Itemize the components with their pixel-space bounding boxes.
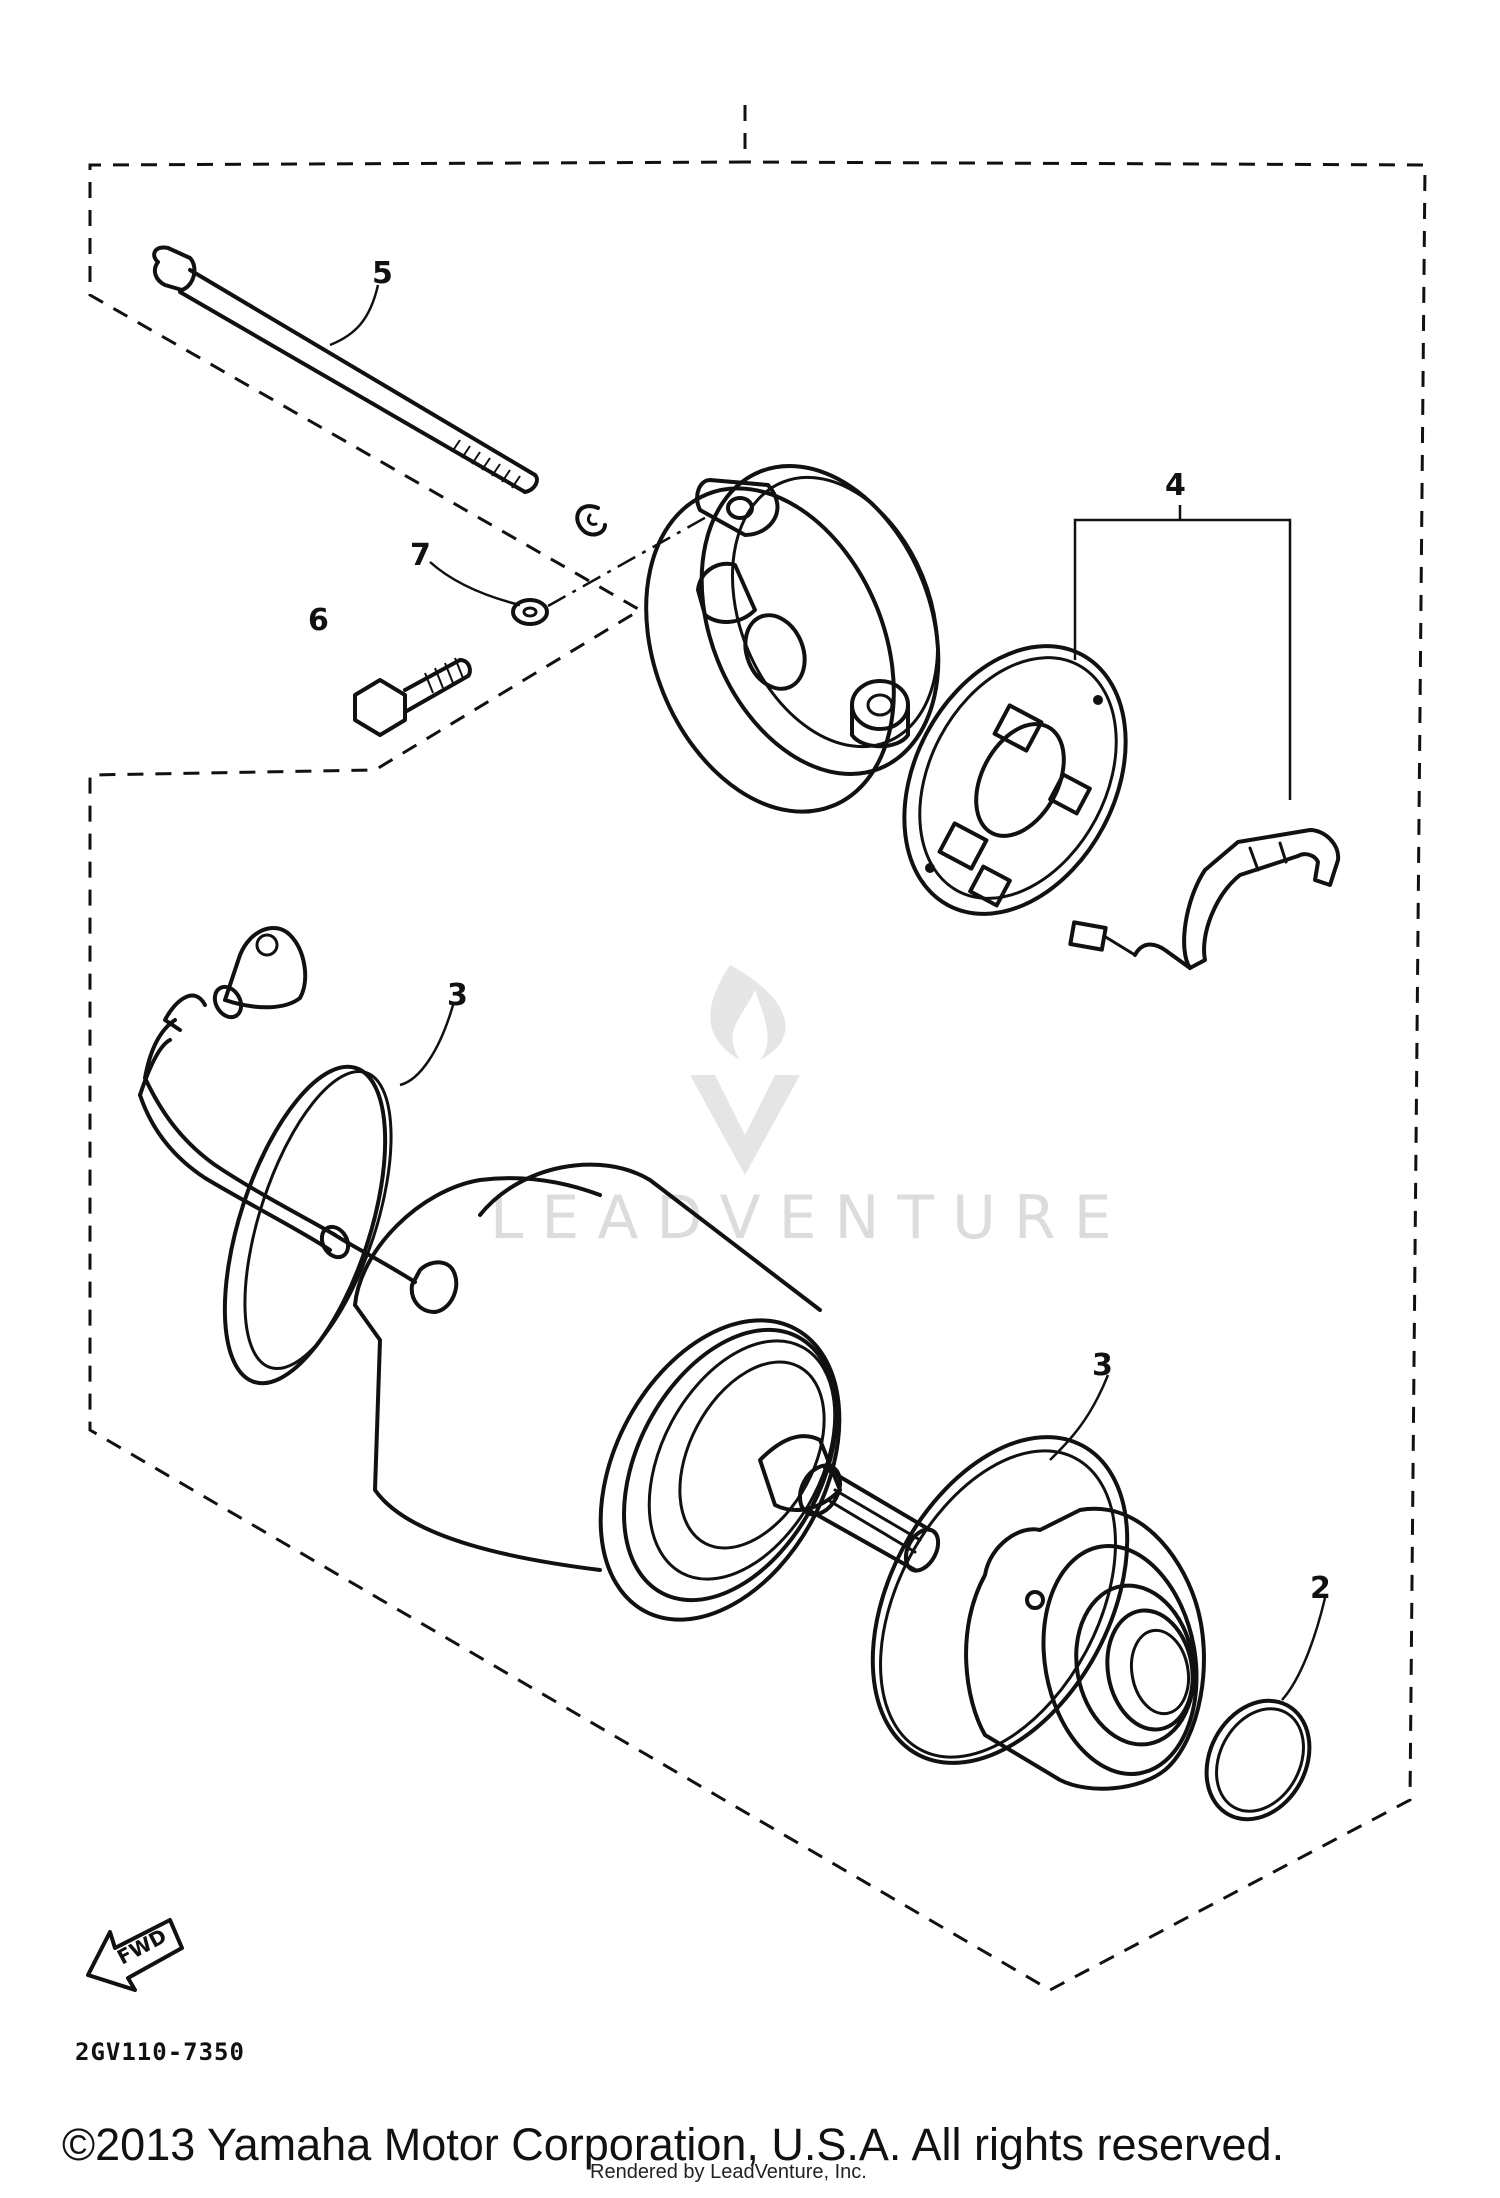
callout-2: 2	[1310, 1571, 1331, 1606]
callout-3-upper: 3	[447, 978, 468, 1013]
leadventure-watermark: LEADVENTURE	[490, 965, 1130, 1253]
copyright-notice: ©2013 Yamaha Motor Corporation, U.S.A. A…	[62, 2119, 1284, 2170]
diagram-code: 2GV110-7350	[75, 2038, 245, 2066]
retaining-clip	[575, 504, 607, 537]
motor-cable	[138, 925, 459, 1314]
fwd-label: FWD	[113, 1924, 170, 1970]
rear-end-cover	[644, 464, 941, 814]
front-cover	[964, 1506, 1206, 1791]
fwd-arrow-icon: FWD	[86, 1918, 184, 1992]
o-ring-lower	[870, 1435, 1130, 1765]
watermark-text: LEADVENTURE	[490, 1183, 1130, 1253]
o-ring-front	[1204, 1698, 1312, 1822]
callout-7: 7	[410, 538, 431, 573]
leader-lines	[329, 284, 1327, 1701]
brush-holder-plate	[902, 644, 1128, 916]
armature-shaft	[797, 1463, 941, 1573]
callout-5: 5	[372, 256, 393, 291]
callout-labels: 5 7 6 4 3 3 2 1	[308, 256, 1331, 1606]
callout-6: 6	[308, 603, 329, 638]
callout-4-bracket	[1073, 505, 1292, 800]
motor-yoke	[353, 1162, 842, 1622]
short-bolt	[353, 657, 472, 737]
rendered-by-note: Rendered by LeadVenture, Inc.	[590, 2161, 867, 2183]
washer	[511, 513, 711, 626]
o-ring-upper	[222, 1064, 393, 1386]
assembly-boundary	[88, 105, 1427, 1992]
callout-4: 4	[1165, 468, 1186, 503]
brush-terminal-strap	[1068, 828, 1341, 970]
through-bolt	[152, 245, 539, 494]
callout-3-lower: 3	[1092, 1348, 1113, 1383]
